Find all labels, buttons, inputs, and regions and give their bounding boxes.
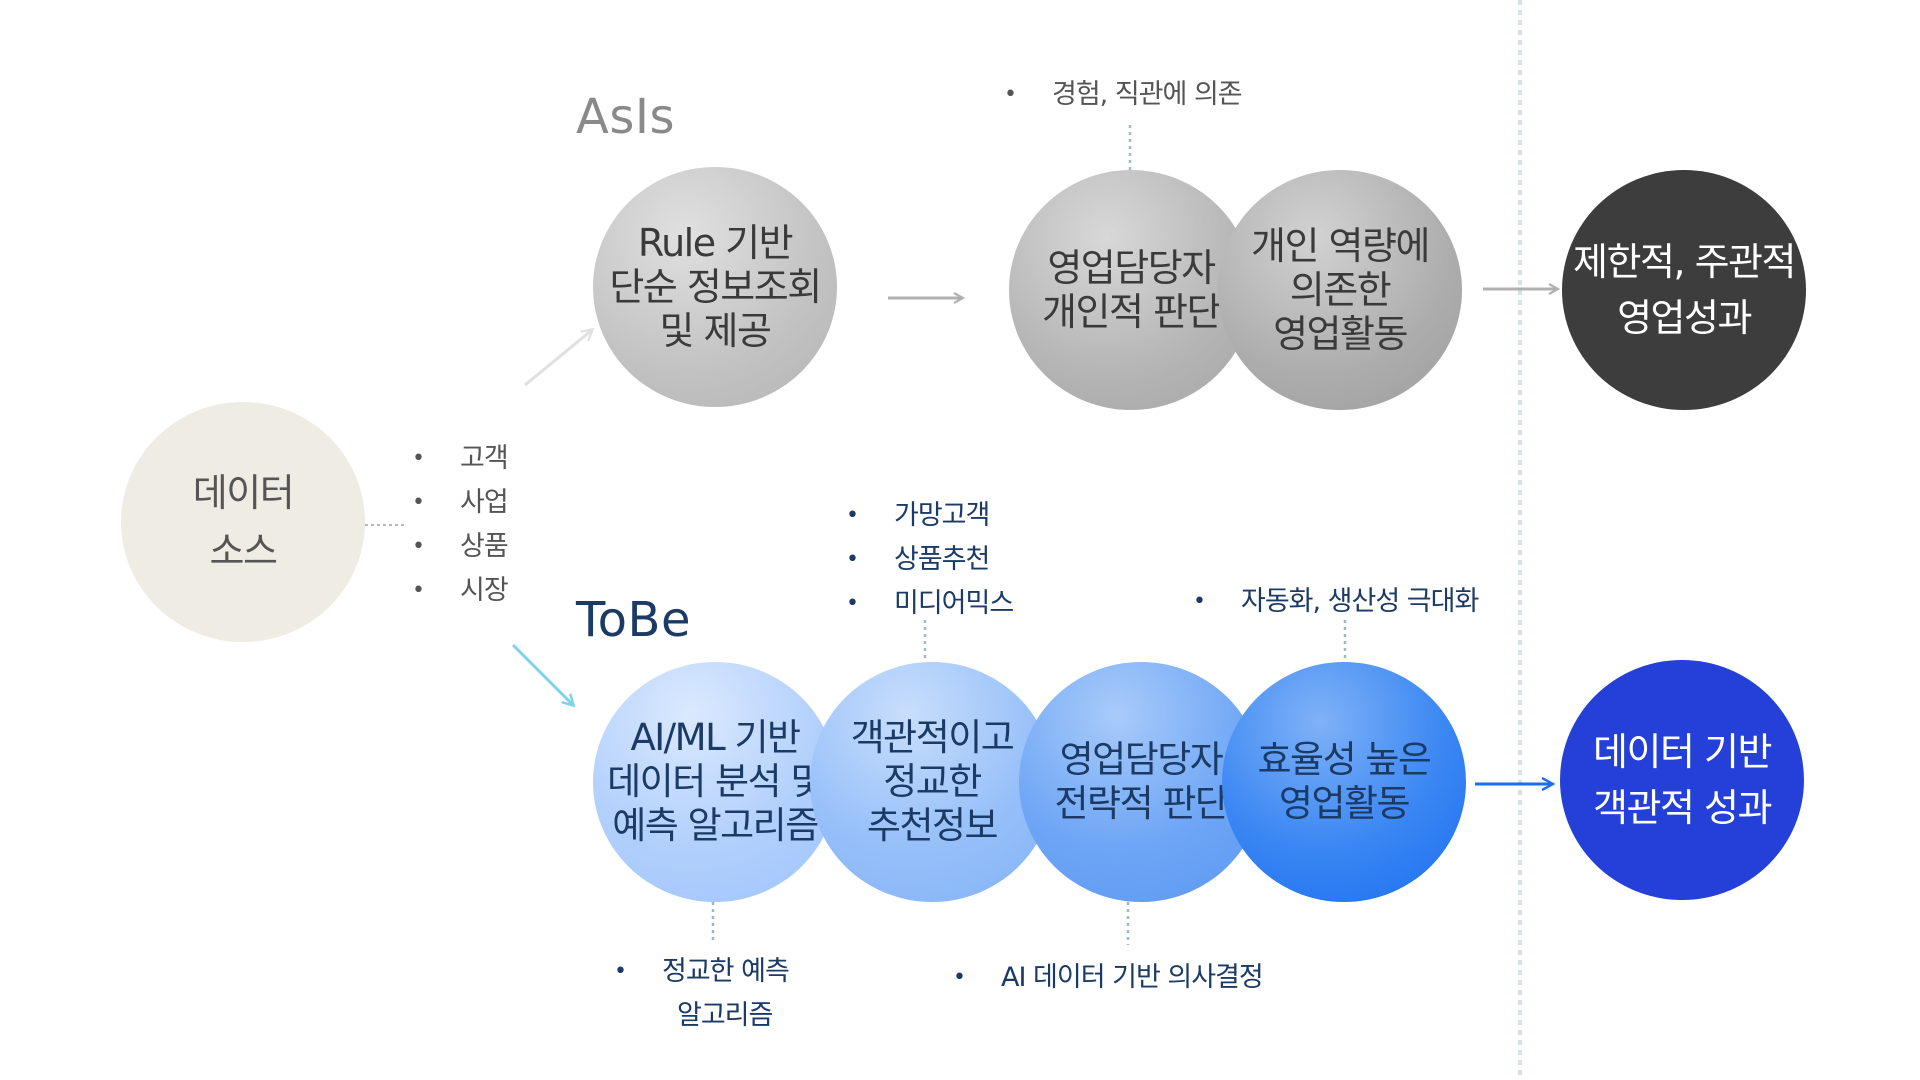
node-line: 객관적이고 <box>850 716 1015 759</box>
asis-outcome-node: 제한적, 주관적 영업성과 <box>1562 170 1806 410</box>
list-item: 경험, 직관에 의존 <box>1004 73 1243 117</box>
list-item: 정교한 예측 <box>614 950 790 994</box>
data-source-node: 데이터 소스 <box>121 402 365 642</box>
asis-node-rule-based: Rule 기반 단순 정보조회 및 제공 <box>593 167 837 407</box>
node-line: 개인적 판단 <box>1042 290 1221 334</box>
node-line: 데이터 분석 및 <box>607 760 824 803</box>
tobe-node-recommendation: 객관적이고 정교한 추천정보 <box>810 662 1054 902</box>
node-line: 및 제공 <box>659 309 772 353</box>
node-line: 전략적 판단 <box>1054 782 1229 825</box>
node-line: 개인 역량에 <box>1251 224 1430 268</box>
tobe-activity-note: 자동화, 생산성 극대화 <box>1193 580 1479 624</box>
node-line: 예측 알고리즘 <box>612 804 819 847</box>
node-line: 영업활동 <box>1278 782 1411 825</box>
node-line: 영업담당자 <box>1047 246 1216 290</box>
tobe-algorithm-note: 정교한 예측 알고리즘 <box>614 950 790 1038</box>
list-item: 사업 <box>412 481 509 525</box>
list-item: 고객 <box>412 437 509 481</box>
arrow-source-to-tobe <box>511 643 573 705</box>
tobe-node-efficient-sales: 효율성 높은 영업활동 <box>1222 662 1466 902</box>
tobe-label: ToBe <box>576 592 691 648</box>
list-item: 가망고객 <box>846 494 1013 538</box>
tobe-outcome-node: 데이터 기반 객관적 성과 <box>1560 660 1804 900</box>
node-line: 의존한 <box>1289 268 1392 312</box>
list-item: AI 데이터 기반 의사결정 <box>953 956 1264 1000</box>
tobe-recommend-notes: 가망고객 상품추천 미디어믹스 <box>846 494 1014 626</box>
list-item: 상품 <box>412 525 509 569</box>
node-line: 영업성과 <box>1617 296 1752 340</box>
asis-node-personal-judgment: 영업담당자 개인적 판단 <box>1009 170 1253 410</box>
tobe-node-ai-ml: AI/ML 기반 데이터 분석 및 예측 알고리즘 <box>593 662 837 902</box>
data-source-list: 고객 사업 상품 시장 <box>412 437 509 613</box>
node-line: Rule 기반 <box>637 221 794 265</box>
node-line: 소스 <box>209 529 278 573</box>
node-line: 영업담당자 <box>1059 738 1224 781</box>
node-line: 데이터 <box>192 471 295 515</box>
node-line: 객관적 성과 <box>1593 786 1772 830</box>
node-line: 단순 정보조회 <box>609 265 822 309</box>
list-item: 상품추천 <box>846 538 1013 582</box>
node-line: 제한적, 주관적 <box>1573 240 1796 284</box>
asis-note: 경험, 직관에 의존 <box>1004 73 1243 117</box>
list-item: 미디어믹스 <box>846 582 1014 626</box>
node-line: 정교한 <box>883 760 982 803</box>
arrow-source-to-asis <box>524 330 592 387</box>
tobe-judgment-note: AI 데이터 기반 의사결정 <box>953 956 1264 1000</box>
node-line: 효율성 높은 <box>1257 738 1432 781</box>
list-item: 시장 <box>412 569 509 613</box>
node-line: AI/ML 기반 <box>630 716 801 759</box>
node-line: 추천정보 <box>866 804 999 847</box>
asis-label: AsIs <box>576 89 676 145</box>
list-item: 자동화, 생산성 극대화 <box>1193 580 1479 624</box>
list-item-continuation: 알고리즘 <box>677 1000 773 1031</box>
node-line: 데이터 기반 <box>1593 730 1772 774</box>
node-line: 영업활동 <box>1273 312 1408 356</box>
asis-node-capability-dependent: 개인 역량에 의존한 영업활동 <box>1218 170 1462 410</box>
